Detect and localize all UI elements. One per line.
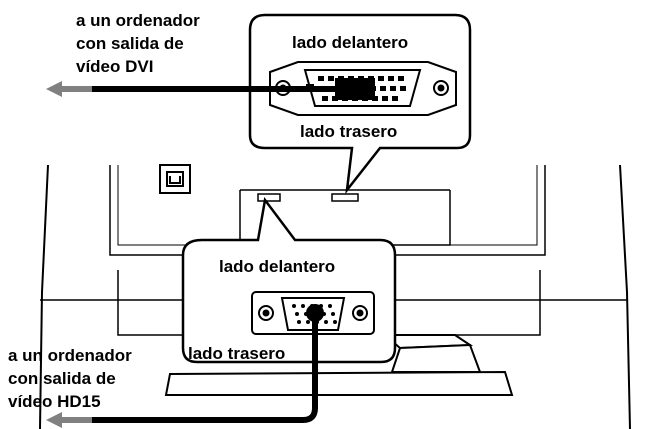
hd15-cable [46,313,318,428]
bottom-front-label: lado delantero [219,257,336,276]
power-inlet [159,164,191,194]
dvi-computer-label-line1: a un ordenador [76,11,200,30]
bottom-rear-label: lado trasero [188,344,286,363]
dvi-cable [46,81,335,97]
top-callout [248,13,472,195]
hd15-arrow-icon [46,412,62,428]
hd15-computer-label-line1: a un ordenador [8,346,132,365]
top-front-label: lado delantero [292,33,409,52]
dvi-plug [335,78,375,100]
monitor-stand [164,334,514,396]
dvi-computer-label-line2: con salida de [76,34,184,53]
dvi-arrow-icon [46,81,62,97]
top-rear-label: lado trasero [300,122,398,141]
hd15-computer-label-line3: vídeo HD15 [8,392,101,411]
hd15-computer-label-line2: con salida de [8,369,116,388]
dvi-computer-label-line3: vídeo DVI [76,57,154,76]
bottom-callout [181,196,397,364]
